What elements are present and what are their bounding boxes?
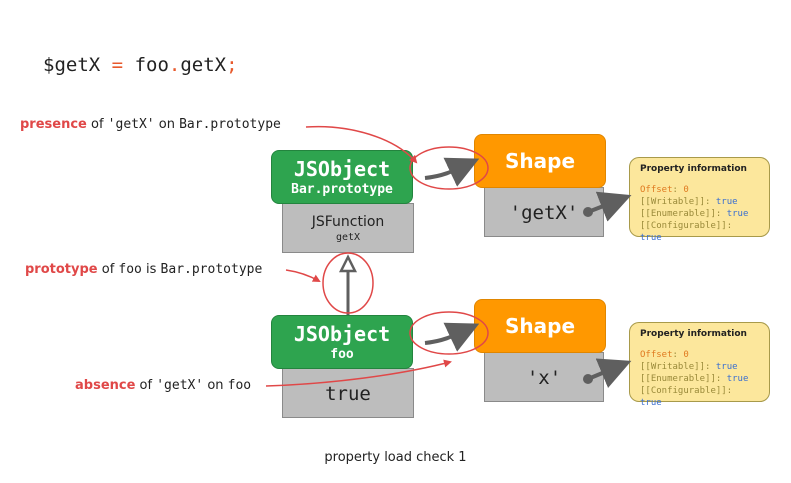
code-semicolon: ; xyxy=(226,54,238,76)
prototype-arrow-head xyxy=(338,254,358,273)
top-shape-title: Shape xyxy=(504,149,576,173)
bottom-info-offset: Offset: 0 xyxy=(640,350,689,360)
offset-key: Offset xyxy=(640,350,673,360)
code-line: $getX = foo.getX; xyxy=(43,54,238,76)
jsfunction-box: JSFunction getX xyxy=(282,203,414,253)
top-shape-pointer-arrow xyxy=(424,157,480,187)
code-equals: = xyxy=(111,54,124,76)
enumerable-value: true xyxy=(726,374,749,384)
prototype-annotation-arrow xyxy=(285,269,321,282)
prototype-keyword: prototype xyxy=(25,262,98,277)
top-info-enumerable: [[Enumerable]]: true xyxy=(640,209,749,219)
label-key: 'getX' xyxy=(156,378,204,393)
configurable-key: [[Configurable]] xyxy=(640,386,727,396)
bottom-info-configurable: [[Configurable]]: true xyxy=(640,386,733,408)
top-info-header: Property information xyxy=(640,164,747,174)
absence-keyword: absence xyxy=(75,378,136,393)
configurable-value: true xyxy=(640,398,662,408)
jsfunction-subtitle: getX xyxy=(335,232,361,243)
top-info-offset: Offset: 0 xyxy=(640,185,689,195)
code-lhs: $getX xyxy=(43,54,101,76)
top-property-info: Property information Offset: 0 [[Writabl… xyxy=(629,157,770,243)
bottom-shape-pointer-arrow xyxy=(424,322,480,352)
offset-value: 0 xyxy=(683,185,689,195)
writable-key: [[Writable]] xyxy=(640,197,706,207)
enumerable-key: [[Enumerable]] xyxy=(640,209,716,219)
bottom-shape-key: 'x' xyxy=(526,367,562,389)
top-shape: Shape xyxy=(474,134,606,188)
label-key: 'getX' xyxy=(107,117,155,132)
figure-caption: property load check 1 xyxy=(324,450,467,465)
top-info-configurable: [[Configurable]]: true xyxy=(640,221,733,243)
top-shape-key: 'getX' xyxy=(509,202,579,224)
label-text: on xyxy=(154,117,180,132)
top-shape-key-box: 'getX' xyxy=(484,187,604,237)
jsfunction-title: JSFunction xyxy=(311,214,385,230)
code-dot: . xyxy=(168,54,181,76)
foo-jsobject-title: JSObject xyxy=(293,322,391,346)
code-property: getX xyxy=(180,54,227,76)
foo-jsobject: JSObject foo xyxy=(271,315,413,369)
bottom-info-writable: [[Writable]]: true xyxy=(640,362,738,372)
label-target: Bar.prototype xyxy=(160,262,263,277)
writable-key: [[Writable]] xyxy=(640,362,706,372)
enumerable-key: [[Enumerable]] xyxy=(640,374,716,384)
jsobject-subtitle: Bar.prototype xyxy=(291,182,393,197)
label-text: of xyxy=(135,378,157,393)
enumerable-value: true xyxy=(726,209,749,219)
presence-label: presence of 'getX' on Bar.prototype xyxy=(20,117,281,132)
bar-prototype-jsobject: JSObject Bar.prototype xyxy=(271,150,413,204)
bottom-property-info: Property information Offset: 0 [[Writabl… xyxy=(629,322,770,408)
bottom-shape: Shape xyxy=(474,299,606,353)
label-text: on xyxy=(203,378,228,393)
label-target: Bar.prototype xyxy=(179,117,281,132)
absence-label: absence of 'getX' on foo xyxy=(75,378,251,393)
configurable-key: [[Configurable]] xyxy=(640,221,727,231)
foo-jsobject-subtitle: foo xyxy=(330,347,354,362)
bottom-info-header: Property information xyxy=(640,329,747,339)
offset-key: Offset xyxy=(640,185,673,195)
foo-value: true xyxy=(325,383,371,405)
label-text: is xyxy=(141,262,161,277)
label-target: foo xyxy=(227,378,252,393)
label-text: of xyxy=(97,262,119,277)
writable-value: true xyxy=(715,197,738,207)
jsobject-title: JSObject xyxy=(293,157,391,181)
configurable-value: true xyxy=(640,233,662,243)
label-object: foo xyxy=(118,262,142,277)
bottom-info-enumerable: [[Enumerable]]: true xyxy=(640,374,749,384)
writable-value: true xyxy=(715,362,738,372)
top-info-writable: [[Writable]]: true xyxy=(640,197,738,207)
bottom-shape-title: Shape xyxy=(504,314,576,338)
bottom-shape-key-box: 'x' xyxy=(484,352,604,402)
offset-value: 0 xyxy=(683,350,689,360)
label-text: of xyxy=(86,117,108,132)
code-object: foo xyxy=(134,54,169,76)
foo-value-box: true xyxy=(282,368,414,418)
prototype-ellipse xyxy=(322,252,374,314)
presence-keyword: presence xyxy=(20,117,87,132)
prototype-label: prototype of foo is Bar.prototype xyxy=(25,262,262,277)
